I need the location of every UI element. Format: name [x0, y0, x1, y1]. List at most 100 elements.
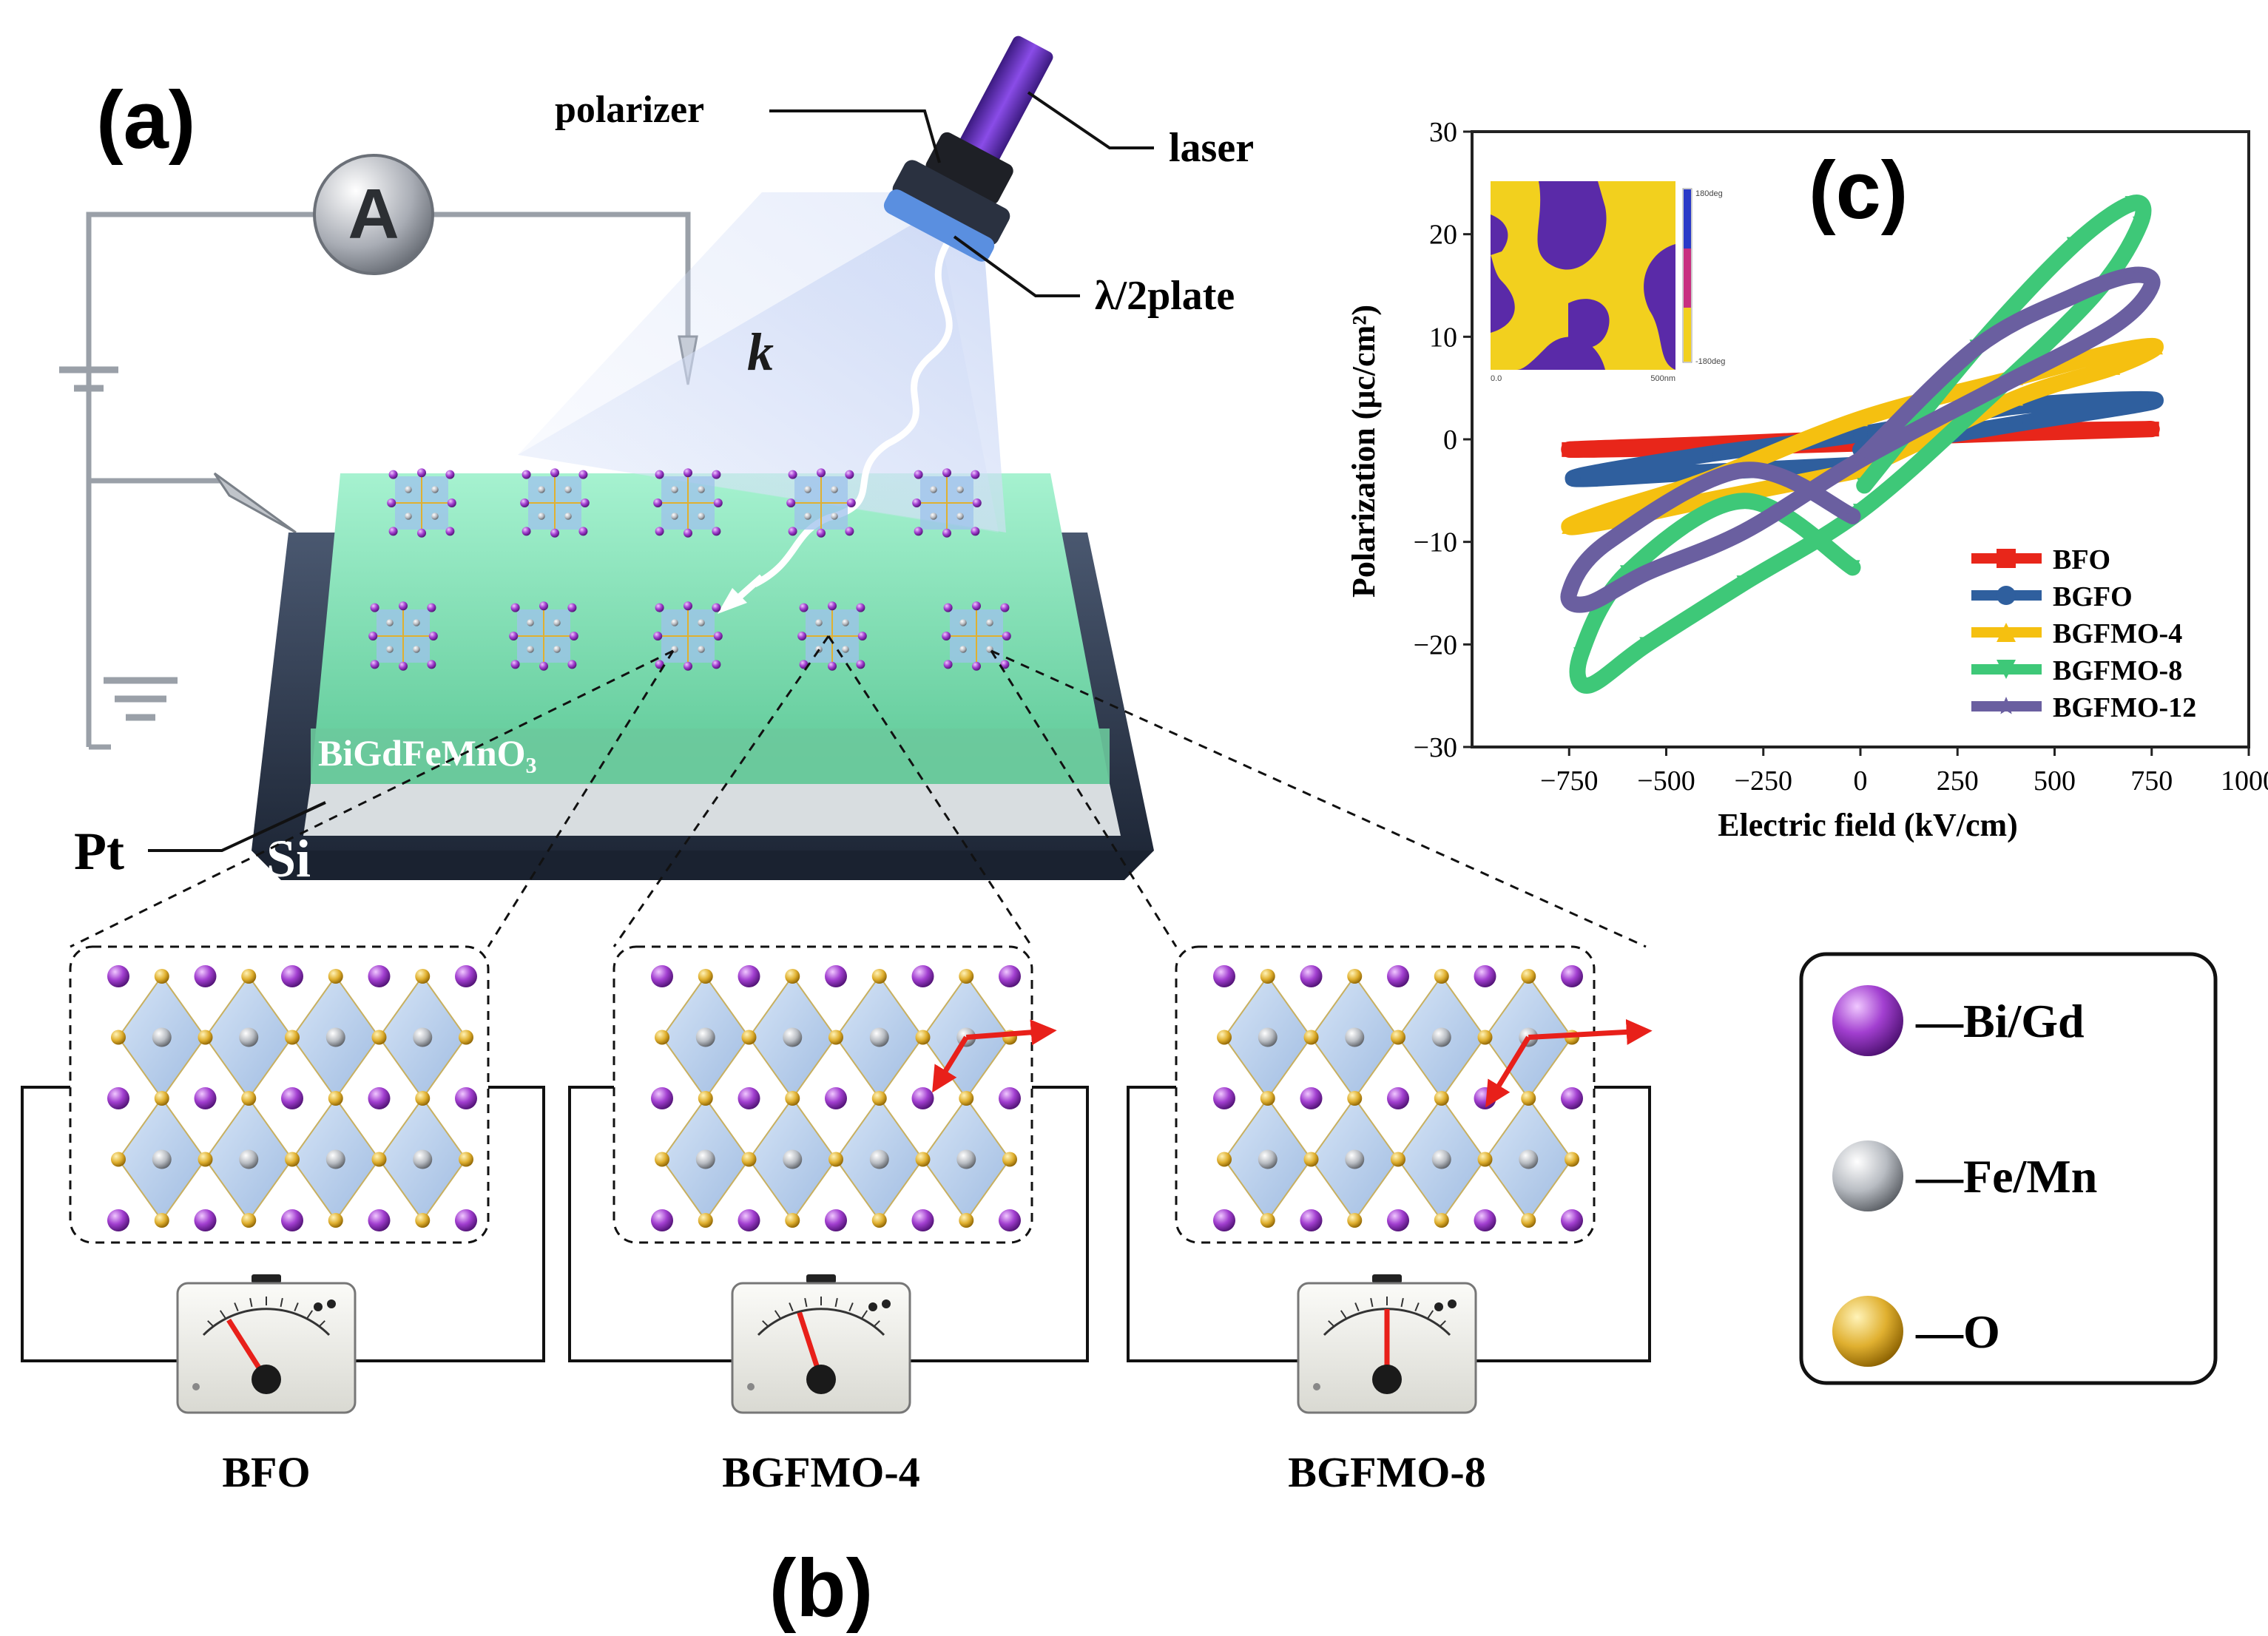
atom-legend: —Bi/Gd—Fe/Mn—O	[1799, 952, 2218, 1385]
polarizer-label: polarizer	[555, 89, 704, 131]
series-marker	[1736, 524, 1752, 538]
fe-mn-atom	[1345, 1027, 1365, 1047]
bi-gd-atom	[455, 1087, 477, 1109]
fe-mn-atom	[695, 1149, 715, 1169]
oxygen-atom	[959, 1091, 974, 1106]
crystal-tile	[653, 601, 723, 671]
crystal-tile	[368, 601, 438, 671]
oxygen-atom	[1391, 1152, 1405, 1167]
polarization-arrow	[1528, 1018, 1653, 1045]
oxygen-atom	[698, 1091, 713, 1106]
series-marker	[1853, 452, 1868, 466]
bi-gd-atom	[281, 1209, 303, 1231]
bi-gd-atom	[455, 965, 477, 987]
series-marker	[1620, 565, 1635, 581]
knob-icon	[252, 1274, 281, 1283]
series-marker	[2124, 268, 2140, 282]
bi-gd-atom	[107, 1087, 129, 1109]
oxygen-atom	[959, 969, 974, 984]
x-axis-label: Electric field (kV/cm)	[1718, 807, 2018, 843]
oxygen-atom	[154, 969, 169, 984]
battery-icon	[59, 366, 118, 392]
x-tick-label: −750	[1540, 765, 1598, 797]
oxygen-atom	[785, 1091, 800, 1106]
circuit-label: BFO	[222, 1448, 310, 1496]
y-tick-label: 30	[1429, 117, 1457, 148]
oxygen-atom	[285, 1030, 300, 1045]
series-marker	[1581, 595, 1596, 609]
laser-assembly	[883, 36, 1053, 262]
bi-gd-atom	[1300, 965, 1323, 987]
bi-gd-atom	[651, 1087, 673, 1109]
bi-gd-atom	[455, 1209, 477, 1231]
series-marker	[1736, 575, 1752, 591]
atom-legend-label: —Fe/Mn	[1915, 1150, 2097, 1203]
oxygen-atom	[1303, 1152, 1319, 1167]
oxygen-atom	[915, 1152, 931, 1167]
panel-a-setup: (a) A	[59, 36, 1647, 948]
oxygen-atom	[1521, 1091, 1536, 1106]
perovskite-lattice	[651, 965, 1057, 1231]
ammeter-icon	[313, 154, 434, 275]
series-marker	[1845, 509, 1860, 523]
bi-gd-atom	[1561, 1087, 1583, 1109]
circuit-bgfmo-8: BGFMO-8	[1127, 945, 1653, 1496]
polarization-arrow	[965, 1019, 1057, 1046]
oxygen-atom	[1217, 1030, 1232, 1045]
oxygen-atom	[741, 1030, 757, 1045]
film-label: BiGdFeMnO₃	[318, 732, 537, 774]
fe-mn-atom	[413, 1149, 433, 1169]
perovskite-lattice	[107, 965, 477, 1231]
series-marker	[1736, 462, 1752, 476]
bi-gd-atom	[911, 965, 934, 987]
oxygen-atom	[415, 1091, 431, 1106]
oxygen-atom	[871, 1213, 887, 1228]
polarization-arrow	[1485, 1035, 1531, 1108]
y-tick-label: −20	[1414, 629, 1457, 660]
oxygen-atom	[111, 1030, 126, 1045]
fe-mn-atom	[695, 1027, 715, 1047]
series-marker	[1601, 534, 1616, 548]
series-marker	[1565, 470, 1581, 486]
bi-gd-atom	[825, 1087, 847, 1109]
atom-legend-label: —O	[1915, 1305, 2000, 1358]
laser-label: laser	[1169, 125, 1254, 171]
bi-gd-atom	[194, 1087, 217, 1109]
polarizer-icon	[925, 132, 1013, 205]
fe-mn-atom	[152, 1149, 172, 1169]
probe-tip-icon	[213, 472, 297, 534]
series-marker	[2133, 216, 2147, 231]
series-marker	[2148, 339, 2163, 355]
bi-gd-atom	[911, 1087, 934, 1109]
oxygen-atom	[1347, 1213, 1363, 1228]
oxygen-atom	[111, 1152, 126, 1167]
wave-vector-label: k	[747, 322, 774, 382]
oxygen-atom	[1434, 1213, 1449, 1228]
fe-mn-atom	[1431, 1149, 1451, 1169]
series-marker	[2008, 391, 2023, 406]
fe-mn-atom	[783, 1027, 803, 1047]
series-marker	[2008, 416, 2023, 432]
circuit-bfo: BFO	[21, 945, 545, 1496]
fe-mn-atom	[1258, 1027, 1278, 1047]
atom-legend-item: —Fe/Mn	[1832, 1140, 2097, 1211]
series-marker	[1562, 586, 1576, 600]
oxygen-atom	[871, 1091, 887, 1106]
oxygen-atom	[415, 969, 431, 984]
fe-mn-atom	[239, 1027, 259, 1047]
oxygen-atom	[415, 1213, 431, 1228]
oxygen-atom	[154, 1091, 169, 1106]
y-tick-label: −10	[1414, 527, 1457, 558]
oxygen-atom	[371, 1030, 387, 1045]
oxygen-atom	[1260, 1091, 1275, 1106]
bi-gd-atom	[107, 965, 129, 987]
oxygen-atom	[698, 969, 713, 984]
fe-mn-atom	[783, 1149, 803, 1169]
panel-a-label: (a)	[96, 75, 195, 166]
series-marker	[1997, 586, 2016, 605]
oxygen-atom	[655, 1152, 669, 1167]
bi-gd-atom	[738, 965, 760, 987]
bi-gd-atom	[825, 1209, 847, 1231]
fe-mn-atom	[956, 1149, 976, 1169]
